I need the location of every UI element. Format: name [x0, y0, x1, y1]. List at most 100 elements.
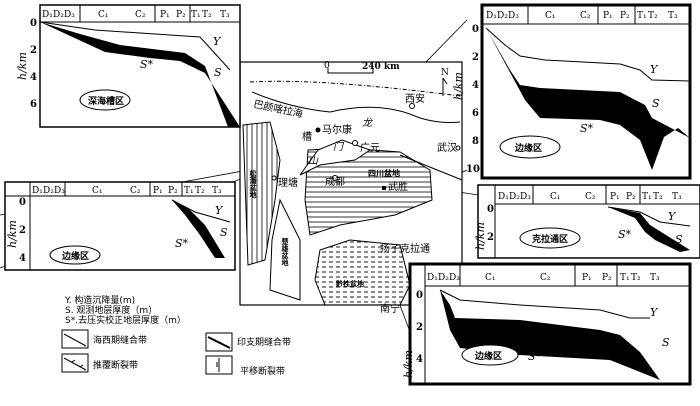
periods-6: P₂: [620, 11, 630, 21]
ellipse-mark: [49, 245, 101, 265]
boundary-line: [399, 154, 463, 181]
periods-2: D₃: [520, 192, 531, 202]
curve-labels-s-star: S*: [580, 122, 594, 135]
legend-y: Y. 构造沉降量(m): [64, 294, 135, 306]
panel-label: 边缘区: [514, 142, 542, 154]
curve-labels-s-star: S*: [618, 228, 632, 241]
ellipse-mark: [499, 135, 561, 159]
place-xian: 西安: [405, 92, 425, 105]
curve-y: [607, 206, 691, 227]
path-mark: [424, 264, 618, 384]
thrust-line: [251, 91, 461, 123]
curve-labels-s-star: S*: [528, 350, 542, 363]
curve-y: [171, 199, 231, 223]
legend-indosinian: 印支期缝合带: [237, 336, 291, 348]
periods-2: D₃: [449, 273, 460, 283]
periods-6: P₂: [168, 186, 178, 196]
periods-8: T₂: [653, 192, 663, 202]
chuxiong-basin: [269, 198, 301, 301]
periods-5: P₁: [160, 10, 170, 20]
panels-0-ticks-3: 6: [30, 99, 37, 110]
periods-4: C₂: [580, 11, 591, 21]
periods-0: D₁: [498, 192, 509, 202]
periods-6: P₂: [602, 273, 612, 283]
periods-8: T₂: [631, 273, 641, 283]
periods-6: P₂: [176, 10, 186, 20]
g-mark: 024: [19, 197, 26, 264]
longmenshan-belt: [299, 139, 372, 176]
axis-label: h/km: [474, 222, 487, 250]
qiangui-basin: [314, 239, 411, 306]
circle-mark: [315, 127, 321, 133]
curve-labels-y: Y: [213, 35, 222, 48]
rect-mark: [205, 355, 233, 375]
periods-7: T₁: [191, 10, 201, 20]
place-wuhan: 武汉: [437, 141, 457, 154]
periods-5: P₁: [603, 11, 613, 21]
periods-3: C₁: [550, 192, 561, 202]
legend-s: S. 观测地层厚度（m）: [65, 304, 157, 316]
curve-labels-s: S: [662, 336, 670, 349]
panels-1-ticks-0: 0: [472, 24, 479, 35]
periods-1: D₂: [43, 186, 54, 196]
periods-2: D₃: [508, 11, 519, 21]
ellipse-mark: [519, 227, 581, 249]
axis-label: h/km: [452, 72, 465, 100]
curve-labels-y: Y: [650, 306, 659, 319]
axis-label: h/km: [402, 350, 415, 378]
sichuan-basin: [304, 147, 433, 236]
place-chuxiong-basin: 楚雄盆地: [281, 237, 290, 267]
circle-mark: [271, 175, 277, 181]
periods-0: D₁: [486, 11, 497, 21]
periods-9: T₃: [220, 10, 230, 20]
panels-2-ticks-2: 4: [19, 253, 26, 264]
legend-thrust: 推覆断裂带: [93, 359, 138, 371]
panels-4-ticks-0: 0: [416, 290, 423, 301]
periods-2: D₃: [64, 10, 75, 20]
rect-mark: [382, 186, 386, 190]
periods-1: D₂: [509, 192, 520, 202]
legend-hercynian: 海西期缝合带: [93, 334, 147, 346]
panels-1-ticks-2: 4: [472, 80, 479, 91]
scale-label: 240 km: [362, 62, 400, 72]
periods-9: T₃: [650, 273, 660, 283]
periods-5: P₁: [153, 186, 163, 196]
place-litang: 理塘: [278, 176, 298, 189]
panels-2-ticks-0: 0: [19, 197, 26, 208]
place-guangyuan: 广元: [360, 142, 380, 154]
periods-3: C₁: [98, 10, 109, 20]
panel-label: 深海槽区: [88, 95, 124, 107]
periods-1: D₂: [438, 273, 449, 283]
periods-0: D₁: [42, 10, 53, 20]
thickness-band: [172, 200, 225, 258]
periods-9: T₃: [212, 186, 222, 196]
path-mark: [29, 182, 183, 270]
strike-slip-icon: [216, 358, 220, 372]
indosinian-suture-icon: [207, 336, 231, 349]
periods-8: T₂: [202, 10, 212, 20]
scale-bar: [327, 68, 374, 74]
periods-9: T₃: [672, 192, 682, 202]
panel-label: 边缘区: [474, 350, 502, 362]
periods-0: D₁: [427, 273, 438, 283]
axis-label: h/km: [6, 220, 19, 248]
path-mark: [79, 5, 191, 22]
north-arrow-icon: [442, 77, 448, 96]
curve-labels-y: Y: [215, 204, 224, 217]
panels-3-ticks-0: 0: [487, 204, 494, 215]
panels-0-ticks-0: 0: [30, 18, 37, 29]
place-shan: 山: [308, 155, 319, 167]
circle-mark: [352, 140, 358, 146]
curve-y: [39, 21, 231, 71]
curve-labels-s: S: [220, 226, 228, 239]
ellipse-mark: [461, 344, 519, 366]
periods-7: T₁: [642, 192, 652, 202]
thickness-band: [486, 28, 690, 170]
periods-2: D₃: [54, 186, 65, 196]
